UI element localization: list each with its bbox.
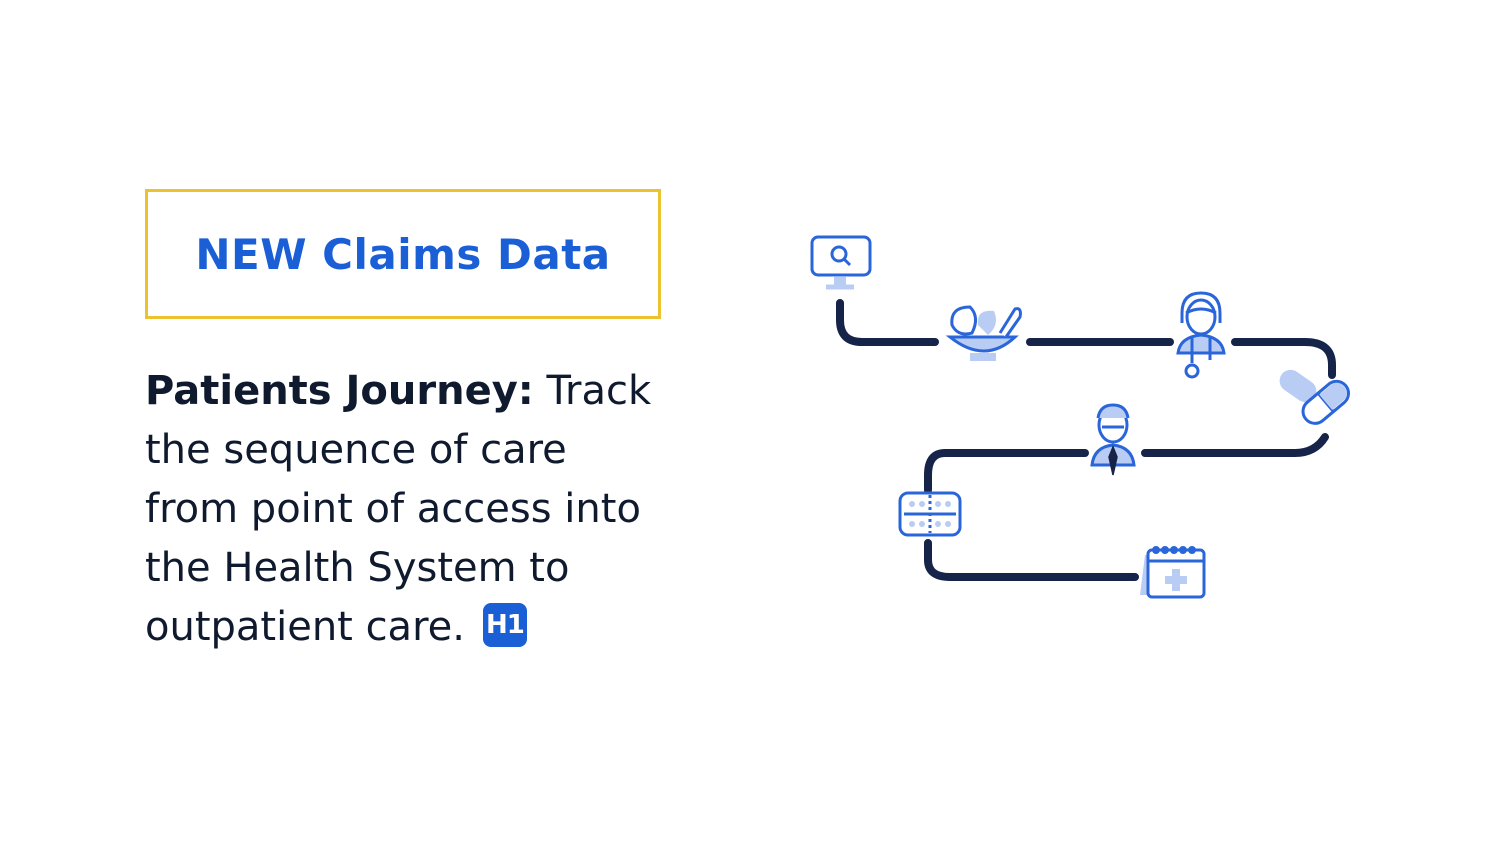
herbal-remedy-icon bbox=[945, 305, 1022, 361]
nurse-icon bbox=[1176, 291, 1226, 379]
description-line-4: the Health System to bbox=[145, 545, 570, 591]
h1-logo: H1 bbox=[482, 603, 527, 647]
journey-path bbox=[836, 299, 1336, 581]
lab-tray-icon bbox=[898, 491, 962, 537]
description-line-1-rest: Track bbox=[533, 368, 652, 414]
search-monitor-icon bbox=[810, 235, 872, 290]
patient-journey-diagram bbox=[810, 235, 1350, 599]
description-line-5: outpatient care. H1 bbox=[145, 598, 725, 657]
pill-capsule-icon bbox=[1279, 369, 1350, 425]
journey-description: Patients Journey: Track the sequence of … bbox=[145, 362, 725, 657]
claims-badge: NEW Claims Data bbox=[145, 189, 661, 319]
doctor-icon bbox=[1090, 403, 1136, 476]
description-line-2: the sequence of care bbox=[145, 427, 567, 473]
description-line-1: Patients Journey: Track bbox=[145, 362, 725, 421]
medical-calendar-icon bbox=[1140, 546, 1206, 599]
description-line-3: from point of access into bbox=[145, 486, 641, 532]
badge-title: NEW Claims Data bbox=[195, 229, 611, 279]
description-lead: Patients Journey: bbox=[145, 368, 534, 414]
description-line-5-text: outpatient care. bbox=[145, 604, 465, 650]
